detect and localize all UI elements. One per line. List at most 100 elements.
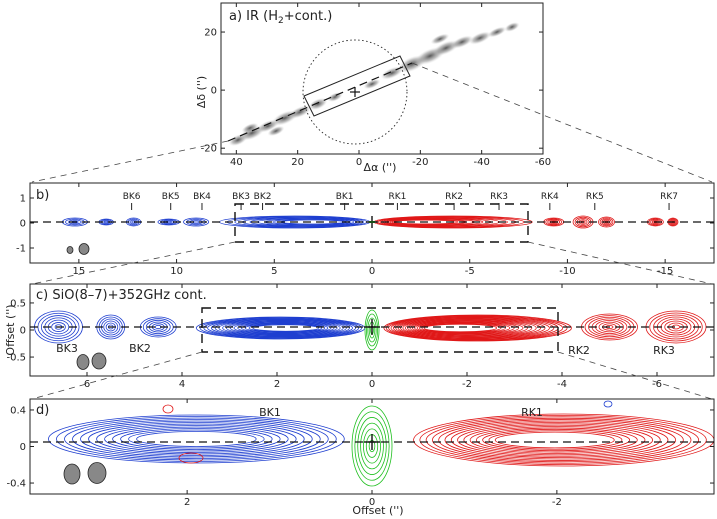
panel-d-contours: [48, 400, 715, 487]
contour-line: [444, 420, 677, 460]
contour-line: [354, 411, 390, 481]
contour-line: [203, 317, 360, 339]
contour-line: [463, 424, 654, 456]
panel-a-ylabel: Δδ (''): [195, 76, 208, 108]
y-tick-label: 20: [204, 28, 217, 39]
field-of-view-circle: [302, 39, 408, 145]
x-tick-label: -10: [559, 266, 575, 277]
knot-label: BK1: [336, 192, 354, 202]
contour-line: [103, 320, 119, 334]
ir-emission-knot: [504, 22, 520, 32]
knot-label: BK4: [193, 192, 211, 202]
contour-line: [252, 324, 320, 332]
panel-b-beams: [66, 243, 90, 255]
ir-emission-knot: [468, 31, 492, 45]
contour-line: [438, 419, 684, 461]
contour-line: [214, 319, 350, 337]
ir-emission-knot: [450, 35, 474, 49]
contour-line: [425, 416, 700, 464]
contour-line: [360, 422, 384, 470]
contour-line: [241, 322, 329, 334]
knot-label: RK3: [490, 192, 508, 202]
knot-label: RK7: [660, 192, 678, 202]
contour-line: [365, 313, 378, 347]
contour-line: [385, 315, 568, 341]
knot-label: RK1: [388, 192, 406, 202]
knot-label: BK3: [56, 342, 78, 355]
panel-d-title: d): [36, 403, 49, 418]
contour-line: [656, 316, 696, 338]
beam-ellipse-small: [63, 463, 81, 485]
zoom-connector-left: [31, 140, 229, 183]
contour-line: [48, 414, 345, 464]
y-tick-label: 0: [20, 326, 26, 337]
x-tick-label: 2: [184, 497, 190, 508]
contour-line: [603, 400, 613, 408]
contour-line: [488, 430, 623, 450]
x-tick-label: 2: [274, 379, 280, 390]
zoom-region-box: [303, 55, 411, 117]
contour-line: [56, 416, 337, 462]
panel-a-xlabel: Δα (''): [364, 161, 397, 174]
contour-line: [432, 417, 692, 463]
ir-emission-knot: [267, 125, 285, 137]
contour-line: [222, 320, 344, 336]
contour-line: [402, 318, 537, 338]
x-tick-label: -60: [535, 157, 551, 168]
contour-line: [357, 417, 387, 475]
contour-line: [469, 426, 646, 454]
contour-line: [104, 220, 109, 224]
contour-line: [475, 427, 638, 453]
contour-line: [88, 422, 305, 456]
knot-label: RK3: [653, 344, 675, 357]
x-tick-label: 40: [230, 157, 243, 168]
y-tick-label: 0: [20, 219, 26, 230]
contour-line: [409, 320, 524, 336]
contour-line: [379, 216, 508, 228]
contour-line: [80, 420, 313, 458]
contour-line: [225, 320, 341, 336]
ir-emission-knot: [308, 97, 328, 111]
x-tick-label: -5: [465, 266, 475, 277]
x-tick-label: 20: [291, 157, 304, 168]
contour-line: [457, 423, 661, 457]
contour-line: [183, 217, 210, 227]
source-marker: [350, 87, 360, 97]
contour-line: [363, 428, 381, 464]
contour-line: [364, 309, 380, 351]
knot-label: BK2: [129, 342, 151, 355]
knot-label: RK4: [541, 192, 559, 202]
x-tick-label: 6: [84, 379, 90, 390]
x-tick-label: 0: [369, 497, 375, 508]
y-tick-label: -20: [201, 144, 217, 155]
beam-ellipse-large: [87, 462, 107, 484]
contour-line: [397, 317, 546, 339]
contour-line: [419, 414, 707, 466]
contour-line: [120, 428, 273, 450]
contour-line: [392, 219, 459, 225]
x-tick-label: -20: [412, 157, 428, 168]
contour-line: [367, 317, 377, 343]
panel-c-beams: [76, 352, 107, 370]
contour-line: [388, 315, 564, 341]
knot-label: BK6: [123, 192, 141, 202]
panel-a-title: a) IR (H2+cont.): [229, 9, 332, 26]
x-tick-label: 5: [271, 266, 277, 277]
zoom-connector-left: [31, 351, 203, 400]
contour-line: [383, 314, 572, 342]
contour-line: [404, 319, 533, 337]
panel-c-title: c) SiO(8–7)+352GHz cont.: [36, 288, 207, 303]
contour-line: [68, 219, 82, 225]
contour-line: [207, 318, 357, 338]
contour-line: [237, 322, 332, 334]
beam-ellipse-large: [78, 243, 90, 255]
